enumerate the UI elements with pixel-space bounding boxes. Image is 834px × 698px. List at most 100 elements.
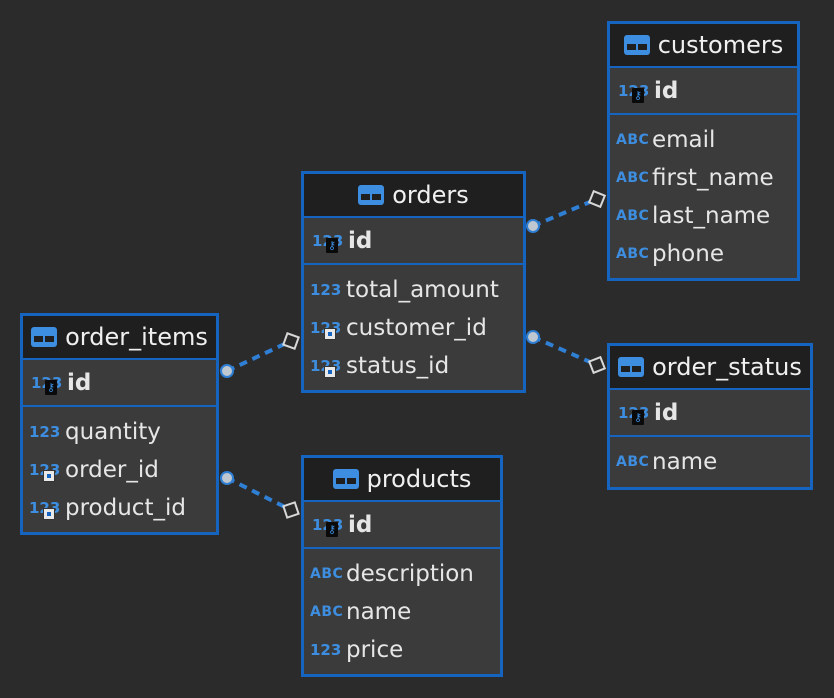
column-row[interactable]: 123order_id	[23, 451, 216, 489]
entity-header[interactable]: orders	[304, 174, 523, 218]
key-icon: ⚷	[632, 87, 644, 103]
primary-key-row[interactable]: 123⚷id	[23, 360, 216, 407]
column-name: status_id	[346, 353, 450, 379]
relation-line	[532, 335, 598, 367]
column-name: first_name	[652, 165, 774, 191]
numeric-type-icon: 123⚷	[312, 229, 348, 253]
relation-end-dot	[220, 364, 234, 378]
primary-key-row[interactable]: 123⚷id	[610, 68, 797, 115]
text-type-icon: ABC	[310, 566, 344, 582]
entity-products[interactable]: products123⚷idABCdescriptionABCname123pr…	[301, 455, 503, 677]
text-type-icon: ABC	[616, 454, 650, 470]
column-name: phone	[652, 241, 724, 267]
entity-header[interactable]: order_status	[610, 346, 810, 390]
column-list: 123quantity123order_id123product_id	[23, 407, 216, 527]
text-type-icon: ABC	[616, 170, 650, 186]
relation-link[interactable]	[220, 471, 300, 519]
entity-header[interactable]: order_items	[23, 316, 216, 360]
relation-line	[532, 197, 598, 228]
numeric-type-icon: 123⚷	[618, 79, 654, 103]
numeric-type-icon: 123	[29, 458, 65, 482]
numeric-type-icon: 123⚷	[31, 371, 67, 395]
table-icon	[618, 357, 645, 377]
column-name: email	[652, 127, 716, 153]
foreign-key-icon	[43, 470, 55, 482]
column-name: last_name	[652, 203, 771, 229]
entity-orders[interactable]: orders123⚷id123total_amount123customer_i…	[301, 171, 526, 393]
text-type-icon: ABC	[616, 208, 650, 224]
numeric-type-icon: 123⚷	[618, 401, 654, 425]
column-name: order_id	[65, 457, 159, 483]
text-type-icon: ABC	[616, 132, 650, 148]
entity-title: order_items	[65, 323, 208, 351]
column-row[interactable]: 123status_id	[304, 347, 523, 385]
relation-link[interactable]	[526, 189, 607, 233]
foreign-key-icon	[324, 366, 336, 378]
relation-end-diamond	[587, 355, 607, 375]
entity-order-items[interactable]: order_items123⚷id123quantity123order_id1…	[20, 313, 219, 535]
primary-key-row[interactable]: 123⚷id	[610, 390, 810, 437]
column-row[interactable]: 123customer_id	[304, 309, 523, 347]
column-name: id	[67, 369, 92, 396]
relation-end-dot	[526, 330, 540, 344]
foreign-key-icon	[43, 508, 55, 520]
text-type-icon: ABC	[310, 604, 344, 620]
column-name: description	[346, 561, 474, 587]
text-type-icon: ABC	[616, 246, 650, 262]
relation-line	[226, 339, 292, 373]
table-icon	[332, 469, 359, 489]
key-icon: ⚷	[45, 379, 57, 395]
table-icon	[31, 327, 58, 347]
column-row[interactable]: 123product_id	[23, 489, 216, 527]
primary-key-row[interactable]: 123⚷id	[304, 218, 523, 265]
column-name: price	[346, 637, 404, 663]
entity-customers[interactable]: customers123⚷idABCemailABCfirst_nameABCl…	[607, 21, 800, 281]
entity-title: order_status	[652, 353, 802, 381]
key-icon: ⚷	[632, 409, 644, 425]
relation-link[interactable]	[526, 330, 607, 375]
relation-end-dot	[220, 471, 234, 485]
key-icon: ⚷	[326, 521, 338, 537]
column-name: total_amount	[346, 277, 499, 303]
table-icon	[623, 35, 650, 55]
numeric-type-icon: 123	[310, 316, 346, 340]
numeric-type-icon: 123⚷	[312, 513, 348, 537]
column-name: name	[652, 449, 718, 475]
column-name: name	[346, 599, 412, 625]
column-name: quantity	[65, 419, 161, 445]
relation-end-diamond	[282, 332, 300, 350]
numeric-type-icon: 123	[310, 641, 342, 659]
relation-link[interactable]	[220, 332, 300, 378]
numeric-type-icon: 123	[310, 354, 346, 378]
column-name: id	[654, 77, 679, 104]
entity-header[interactable]: customers	[610, 24, 797, 68]
column-name: product_id	[65, 495, 186, 521]
column-name: id	[348, 511, 373, 538]
primary-key-row[interactable]: 123⚷id	[304, 502, 500, 549]
numeric-type-icon: 123	[29, 423, 61, 441]
entity-title: orders	[392, 181, 469, 209]
entity-title: products	[366, 465, 472, 493]
column-name: customer_id	[346, 315, 487, 341]
column-list: 123total_amount123customer_id123status_i…	[304, 265, 523, 385]
entity-header[interactable]: products	[304, 458, 500, 502]
key-icon: ⚷	[326, 237, 338, 253]
relation-end-diamond	[587, 189, 607, 209]
numeric-type-icon: 123	[29, 496, 65, 520]
table-icon	[358, 185, 385, 205]
